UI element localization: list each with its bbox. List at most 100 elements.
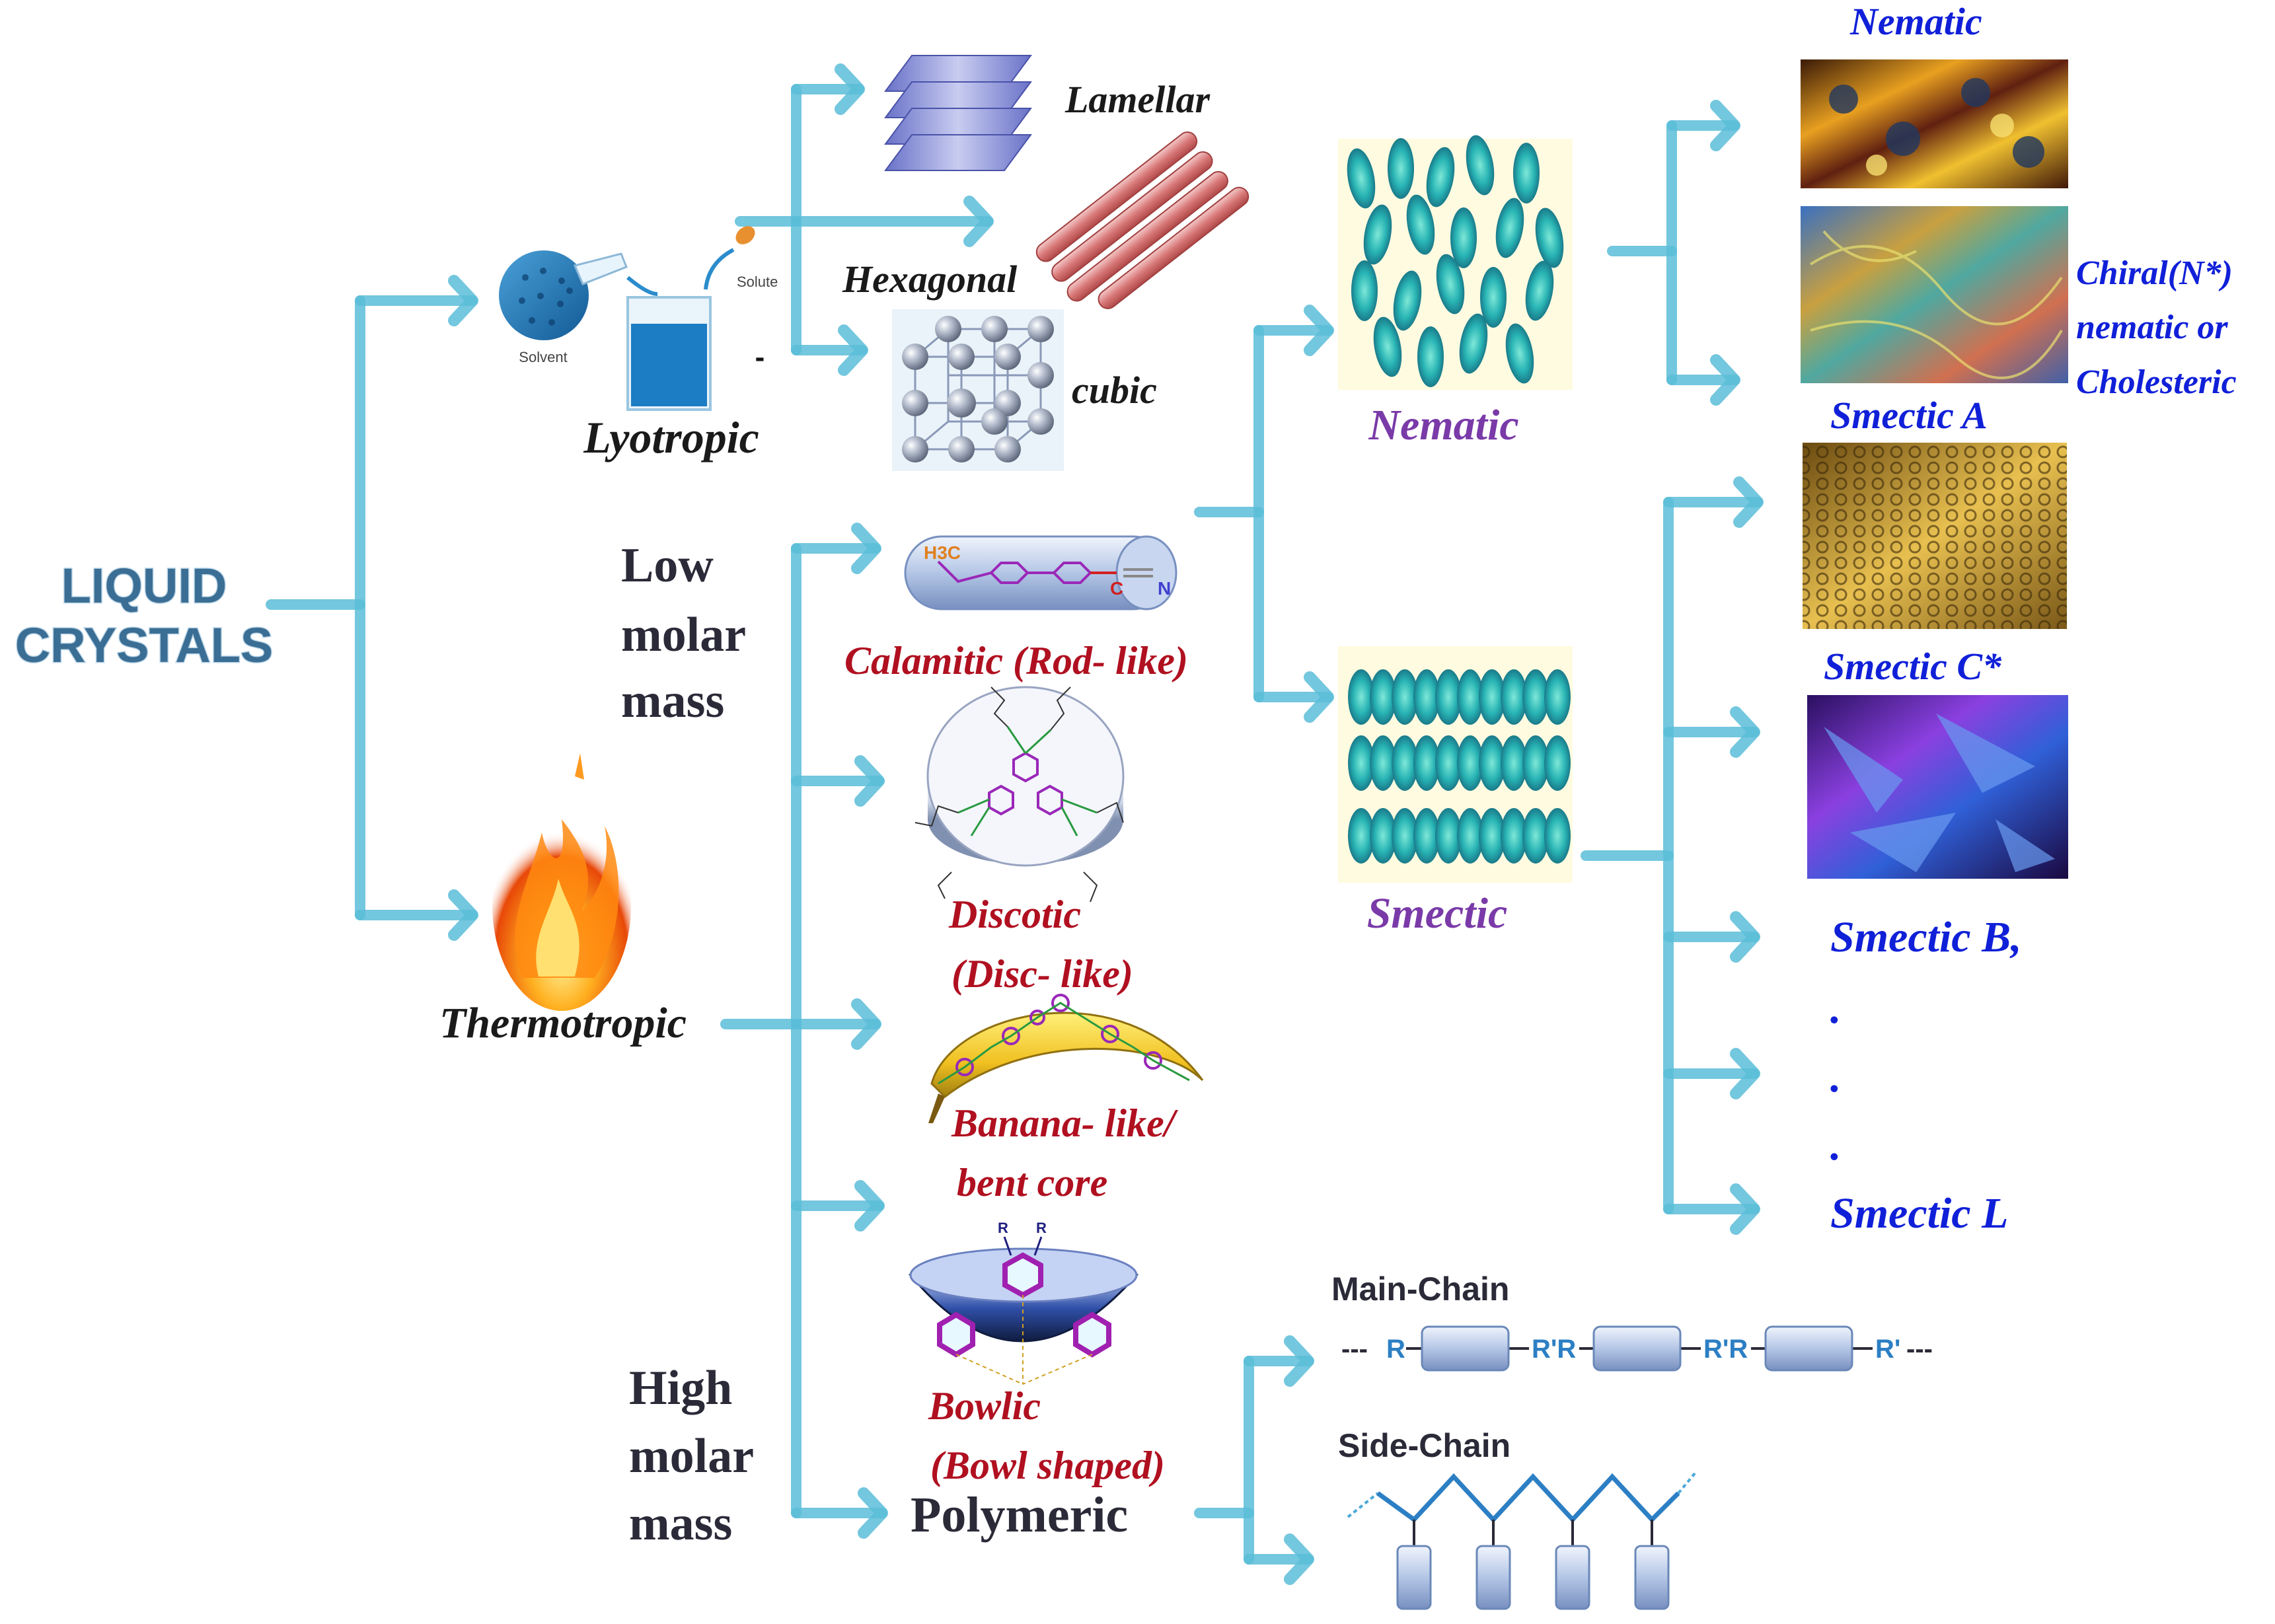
smectic-molecule-22 bbox=[1413, 669, 1440, 725]
h3c-label: H3C bbox=[924, 542, 961, 563]
arrowhead-49 bbox=[1730, 1183, 1760, 1235]
nematic-molecule-9 bbox=[1535, 207, 1564, 268]
lamellar-label: Lamellar bbox=[1064, 78, 1211, 121]
nematic-molecule-10 bbox=[1351, 260, 1378, 321]
nematic-molecule-16 bbox=[1417, 326, 1444, 387]
smectic-molecule-25 bbox=[1479, 669, 1505, 725]
smectic-molecule-40 bbox=[1370, 808, 1396, 864]
nematic-molecule-13 bbox=[1480, 267, 1507, 328]
arrowhead-23 bbox=[854, 1180, 885, 1232]
smectic-molecule-42 bbox=[1413, 808, 1440, 864]
arrowhead-29 bbox=[1304, 305, 1334, 356]
smectic-molecule-27 bbox=[1522, 669, 1549, 725]
cubic-label: cubic bbox=[1072, 369, 1157, 412]
main-chain-illustration: Main-Chain --- R R'R R'R R' --- bbox=[1331, 1271, 1933, 1372]
texture-images bbox=[1801, 59, 2068, 879]
smectic-molecule-38 bbox=[1544, 735, 1571, 791]
smectic-molecule-28 bbox=[1544, 669, 1571, 725]
bowlic-label-line1: Bowlic bbox=[928, 1384, 1041, 1428]
carbon-label: C bbox=[1110, 578, 1123, 599]
side-chain-label: Side-Chain bbox=[1338, 1427, 1510, 1464]
chiral-label-line2: nematic or bbox=[2076, 309, 2228, 346]
smectic-molecule-33 bbox=[1435, 735, 1462, 791]
hexagonal-illustration: Hexagonal bbox=[842, 131, 1249, 309]
arrowhead-19 bbox=[854, 755, 885, 807]
nematic-molecule-7 bbox=[1450, 207, 1477, 268]
arrowhead-45 bbox=[1730, 911, 1760, 963]
dot-1: . bbox=[1830, 984, 1842, 1033]
calamitic-rod-illustration: H3C C N Calamitic (Rod- like) bbox=[844, 535, 1188, 683]
nematic-molecule-11 bbox=[1393, 270, 1422, 331]
main-chain-rr-1: R'R bbox=[1532, 1335, 1576, 1364]
smectic-molecule-24 bbox=[1457, 669, 1483, 725]
low-mass-line2: molar bbox=[621, 608, 746, 662]
main-chain-r: R bbox=[1386, 1335, 1405, 1364]
root-label-line2: CRYSTALS bbox=[15, 618, 274, 673]
lamellar-illustration: Lamellar bbox=[884, 55, 1211, 171]
main-chain-label: Main-Chain bbox=[1331, 1271, 1509, 1308]
nematic-molecule-17 bbox=[1459, 313, 1488, 374]
arrowhead-3 bbox=[448, 275, 478, 326]
smectic-mesophase-label: Smectic bbox=[1367, 889, 1508, 938]
smectic-molecule-45 bbox=[1479, 808, 1505, 864]
arrowhead-41 bbox=[1733, 476, 1764, 528]
arrowhead-53 bbox=[1284, 1335, 1314, 1387]
cubic-illustration: cubic bbox=[892, 309, 1157, 471]
bowl-r-label-1: R bbox=[998, 1220, 1008, 1236]
texture-labels: Nematic Chiral(N*) nematic or Cholesteri… bbox=[1824, 0, 2237, 1237]
nitrogen-label: N bbox=[1158, 578, 1171, 599]
chiral-label-line1: Chiral(N*) bbox=[2076, 254, 2233, 292]
smectic-molecule-30 bbox=[1370, 735, 1396, 791]
nematic-mesophase-label: Nematic bbox=[1368, 401, 1518, 449]
arrowhead-31 bbox=[1304, 671, 1334, 723]
nematic-mesophase-illustration: Nematic bbox=[1338, 135, 1573, 449]
smectic-a-label: Smectic A bbox=[1830, 394, 1988, 437]
arrowhead-21 bbox=[851, 998, 881, 1050]
smectic-c-label: Smectic C* bbox=[1824, 645, 2002, 688]
lyotropic-dash: - bbox=[755, 341, 765, 373]
flame-icon bbox=[492, 753, 631, 1011]
low-mass-line3: mass bbox=[621, 674, 724, 728]
nematic-molecule-8 bbox=[1495, 198, 1524, 258]
main-chain-dash-right: --- bbox=[1906, 1335, 1933, 1364]
nematic-molecule-6 bbox=[1406, 194, 1435, 255]
smectic-molecule-29 bbox=[1348, 735, 1374, 791]
bowl-r-label-2: R bbox=[1036, 1220, 1047, 1236]
smectic-b-label: Smectic B, bbox=[1830, 913, 2022, 961]
smectic-molecule-21 bbox=[1392, 669, 1418, 725]
main-chain-dash-left: --- bbox=[1341, 1335, 1368, 1364]
solute-icon: Solute bbox=[704, 226, 778, 290]
side-chain-illustration: Side-Chain bbox=[1338, 1427, 1696, 1610]
smectic-molecule-19 bbox=[1348, 669, 1374, 725]
arrowhead-35 bbox=[1710, 100, 1740, 151]
smectic-molecule-34 bbox=[1457, 735, 1483, 791]
nematic-molecule-4 bbox=[1513, 143, 1540, 203]
bowlic-illustration: R R Bowlic (Bowl shaped) bbox=[908, 1220, 1165, 1487]
smectic-molecule-43 bbox=[1435, 808, 1462, 864]
nematic-texture-image bbox=[1801, 59, 2068, 188]
arrowhead-9 bbox=[835, 63, 865, 115]
nematic-texture-label: Nematic bbox=[1849, 0, 1982, 43]
high-mass-line2: molar bbox=[629, 1429, 754, 1483]
chiral-label-line3: Cholesteric bbox=[2076, 363, 2237, 401]
high-mass-line1: High bbox=[629, 1361, 732, 1415]
arrowhead-11 bbox=[963, 196, 994, 247]
smectic-molecule-48 bbox=[1544, 808, 1571, 864]
root-node: LIQUID CRYSTALS bbox=[14, 558, 274, 674]
polymeric-label: Polymeric bbox=[911, 1487, 1128, 1543]
arrowhead-5 bbox=[448, 889, 478, 941]
arrowhead-17 bbox=[851, 523, 881, 574]
nematic-molecule-3 bbox=[1466, 135, 1495, 196]
arrowhead-47 bbox=[1730, 1048, 1760, 1099]
smectic-molecule-37 bbox=[1522, 735, 1549, 791]
dot-2: . bbox=[1830, 1053, 1842, 1101]
beaker-icon bbox=[626, 276, 712, 411]
smectic-molecule-26 bbox=[1501, 669, 1527, 725]
arrowhead-25 bbox=[858, 1487, 888, 1539]
thermotropic-label: Thermotropic bbox=[439, 999, 687, 1047]
bowlic-label-line2: (Bowl shaped) bbox=[930, 1444, 1165, 1487]
nematic-molecule-1 bbox=[1388, 138, 1414, 199]
smectic-molecule-20 bbox=[1370, 669, 1396, 725]
nematic-molecule-12 bbox=[1436, 254, 1465, 314]
